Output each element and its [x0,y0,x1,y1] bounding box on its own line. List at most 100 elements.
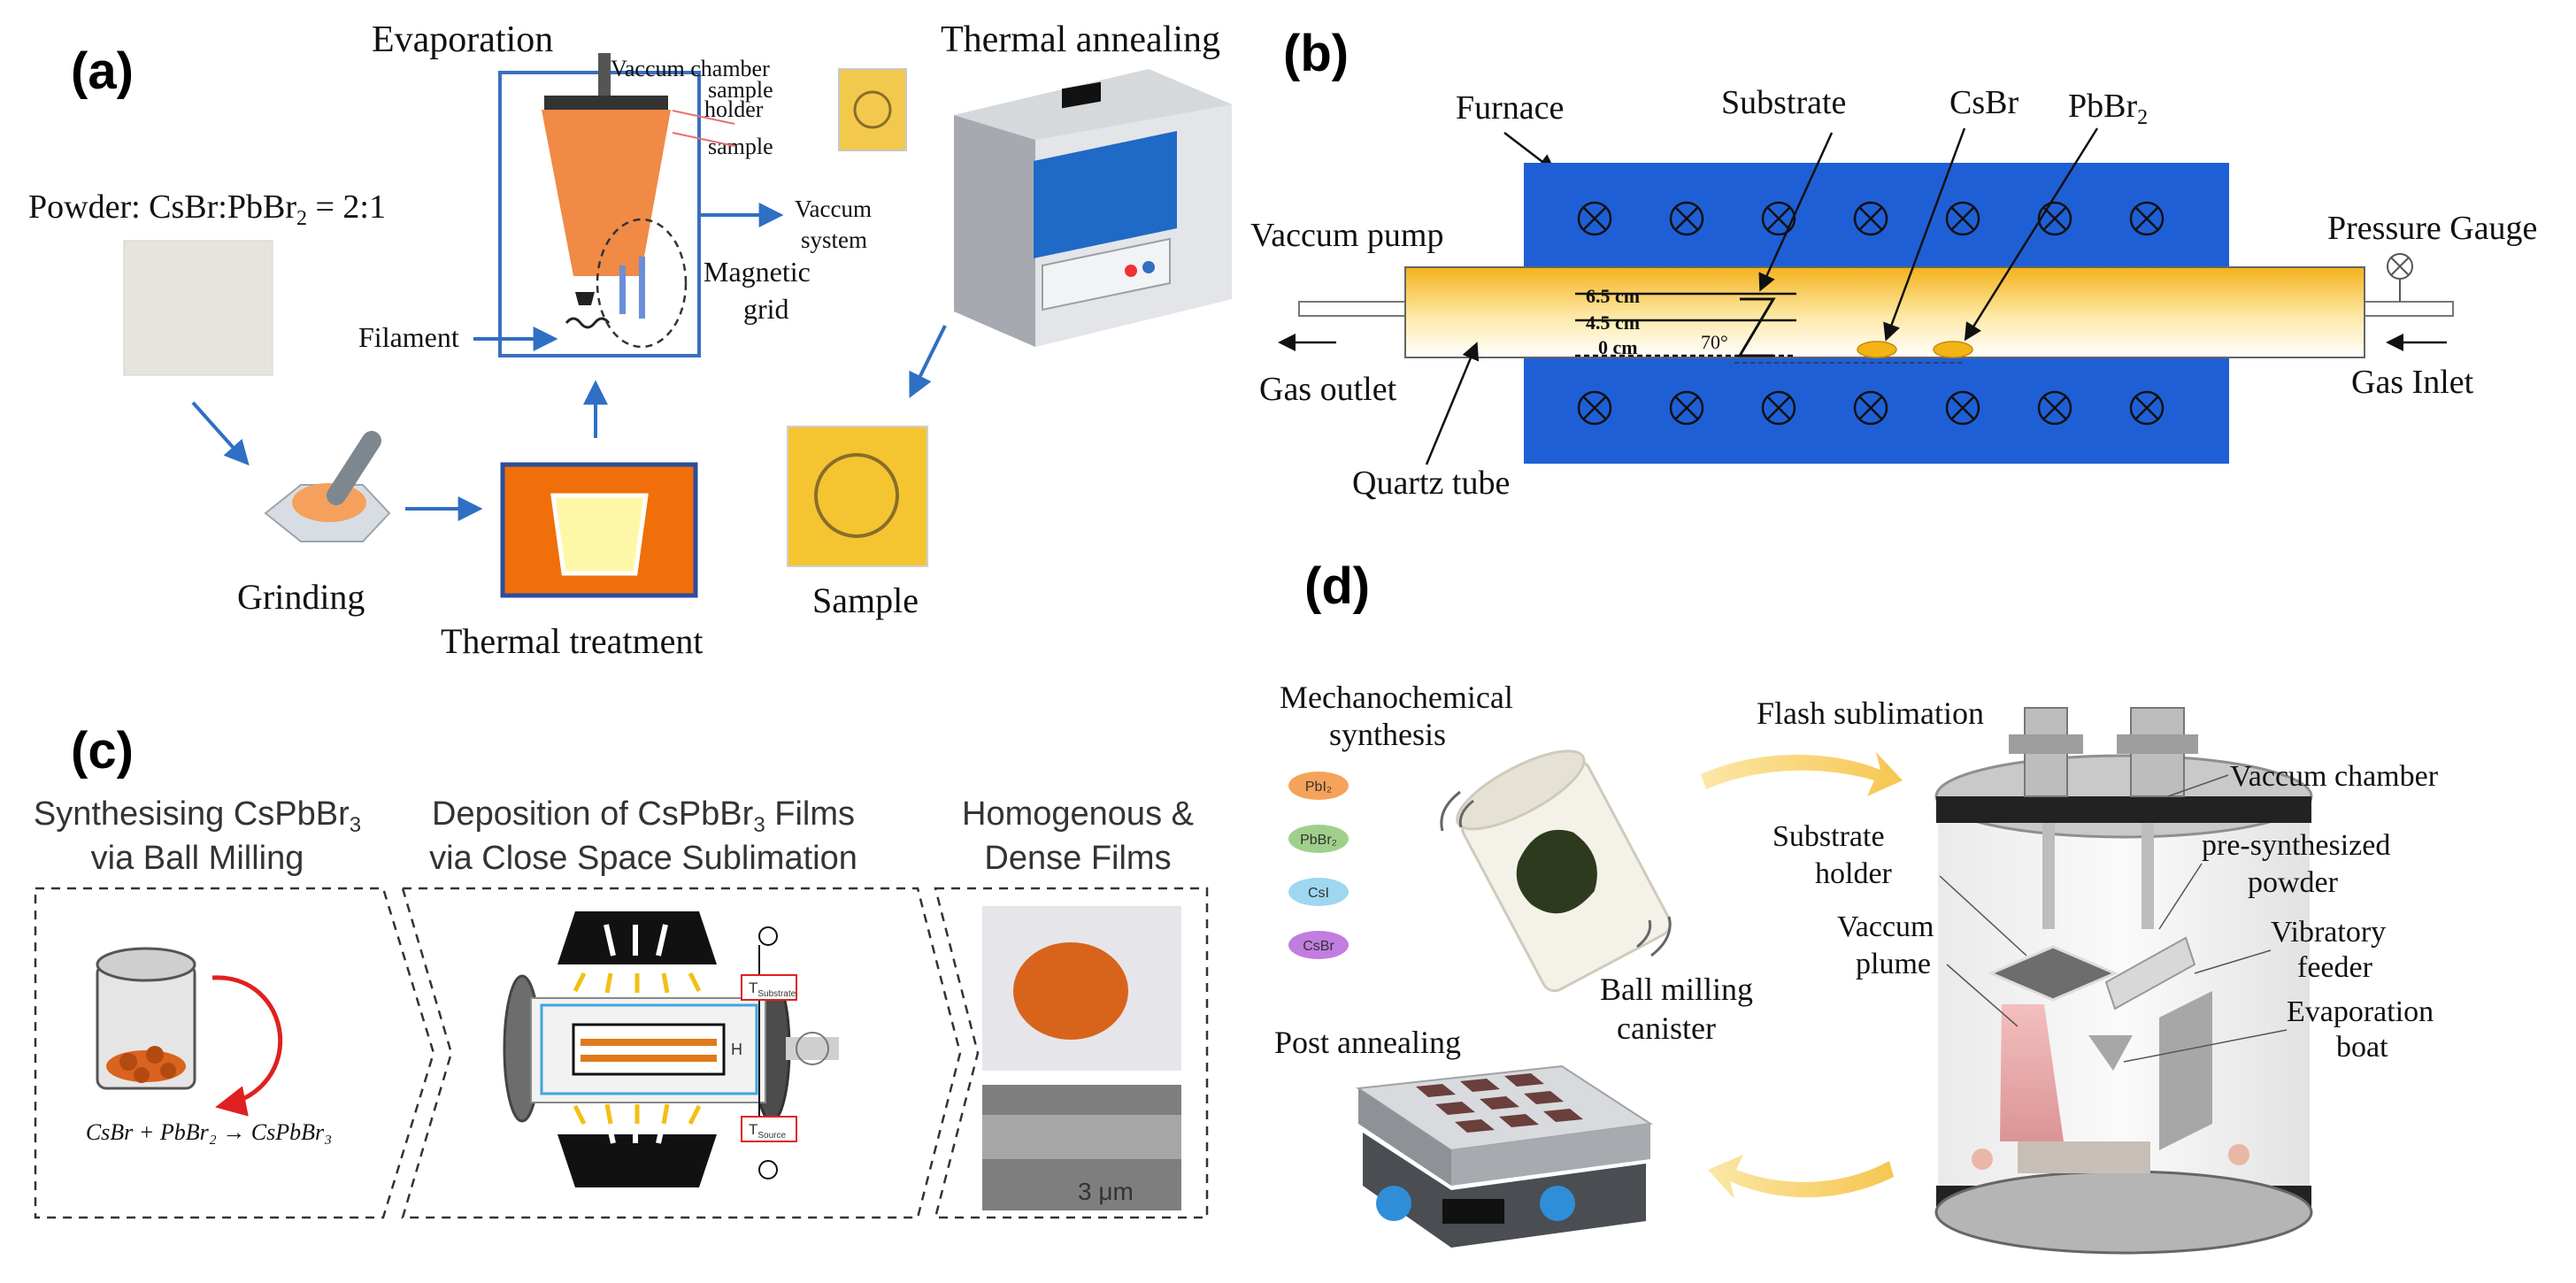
sample-label-1: sample [708,77,773,103]
precursor-pbbr2-label: PbBr₂ [1300,833,1337,848]
system-label: system [801,227,867,253]
panel-c: (c) Synthesising CsPbBr3 via Ball Millin… [34,722,1209,1219]
pressure-gauge-icon [2387,253,2413,280]
panel-b: (b) Furnace Substrate CsBr PbBr2 6.5 cm … [1250,25,2537,502]
gap-h-label: H [731,1041,742,1058]
pbbr2-label: PbBr2 [2068,88,2148,129]
thermal-annealing-title: Thermal annealing [941,19,1220,60]
height-0-label: 0 cm [1598,336,1638,358]
sample-thumb-logo [853,90,892,129]
gas-outlet-label: Gas outlet [1259,371,1397,408]
powder-label: Powder: CsBr:PbBr2 = 2:1 [28,188,386,230]
quartz-tube-leader [1425,342,1480,465]
post-annealing-label: Post annealing [1274,1025,1461,1060]
holder-label-d: holder [1815,857,1893,890]
reaction-equation: CsBr + PbBr₂ → CsPbBr₃ [86,1119,332,1145]
step1-box [34,887,435,1219]
precursor-csi-blob [1288,878,1349,906]
arrow-annealing-to-sample [909,325,947,399]
hot-plate-icon [1356,1064,1653,1248]
flash-sublimation-label: Flash sublimation [1757,695,1984,731]
furnace-label: Furnace [1456,89,1564,127]
magnetic-grid-bar1 [619,265,626,314]
panel-d: (d) Mechanochemical synthesis PbI₂ PbBr₂… [1274,557,2439,1255]
vaccum-label-d: Vaccum [1837,910,1934,943]
oven-knob-blue [1142,261,1155,273]
magnetic-grid-outline [596,218,688,349]
panel-b-label: (b) [1283,25,1349,82]
precursor-csbr-label: CsBr [1303,939,1334,954]
thermal-treatment-label: Thermal treatment [441,621,704,661]
canister-label: canister [1617,1010,1716,1046]
arrow-to-flash-sublimation [1701,752,1903,796]
precursor-pbi2-label: PbI₂ [1305,780,1332,795]
evaporation-chamber [498,53,701,357]
css-apparatus [503,911,839,1187]
mechanochemical-label: Mechanochemical [1280,680,1513,715]
oven-display [1062,81,1101,109]
synthesis-label: synthesis [1329,717,1446,752]
oven-knob-red [1125,265,1137,277]
holder-label: holder [704,96,764,122]
vacuum-chamber-icon [1934,707,2313,1255]
csbr-label: CsBr [1949,84,2019,121]
pbbr2-boat [1933,341,1973,358]
sample-label-2: sample [708,134,773,159]
t-source-label: TSource [749,1121,787,1141]
leader-holder [672,110,735,125]
heating-elements [1577,201,2165,426]
arrow-powder-to-grinding [191,401,250,466]
sample-label: Sample [812,580,919,620]
evaporation-label-d: Evaporation [2287,995,2434,1028]
vapour-cone [542,110,671,276]
plume-label-d: plume [1856,948,1931,980]
vibratory-label: Vibratory [2271,916,2386,949]
final-sample-logo [814,453,899,538]
vaccum-chamber-label: Vaccum chamber [611,56,770,81]
magnetic-grid-bar2 [639,257,645,319]
sample-thumb-small [838,68,907,151]
film-disc [1013,942,1128,1040]
precursor-list: PbI₂ PbBr₂ CsI CsBr [1288,772,1349,959]
grid-label: grid [743,293,789,325]
t-substrate-label: TSubstrate [749,980,796,999]
filament-label: Filament [358,321,459,353]
panel-a: (a) Evaporation Vaccum chamber sample ho… [28,19,1232,661]
height-65-label: 6.5 cm [1586,285,1640,307]
evaporation-title: Evaporation [372,19,553,60]
boat-label: boat [2336,1031,2388,1064]
substrate-label-d: Substrate [1772,820,1885,853]
ball-milling-label: Ball milling [1600,972,1753,1007]
csbr-boat [1857,341,1897,358]
panel-d-leaders [1939,774,2288,1063]
precursor-csi-label: CsI [1308,886,1329,901]
holder-rod [598,53,611,96]
vaccum-chamber-label-d: Vaccum chamber [2230,760,2439,793]
outlet-pipe [1298,301,1406,317]
substrate-label: Substrate [1721,84,1846,121]
gas-inlet-label: Gas Inlet [2351,364,2474,401]
panel-c-label: (c) [71,722,134,780]
step2-title-l2: via Close Space Sublimation [429,840,857,877]
tilted-substrate [1737,297,1776,357]
pbbr2-leader [1964,127,2099,342]
quartz-tube-label: Quartz tube [1352,465,1510,502]
powder-image [124,241,273,375]
vaccum-label: Vaccum [795,196,872,222]
annealing-oven [954,69,1232,347]
sem-scale-label: 3 μm [1078,1178,1134,1205]
step3-box [934,887,1209,1219]
step1-title-l1: Synthesising CsPbBr3 [34,795,361,837]
precursor-pbi2-blob [1288,772,1349,800]
vaccum-pump-label: Vaccum pump [1250,217,1443,254]
panel-a-label: (a) [71,42,134,100]
arrow-to-post-annealing [1708,1155,1894,1199]
ball-milling-canister-icon [1440,749,1672,993]
csbr-leader [1883,127,1966,342]
final-sample-photo [787,426,928,567]
presynth-label-2: powder [2248,866,2339,899]
step1-title-l2: via Ball Milling [91,840,304,877]
mortar-pestle-icon [264,431,391,542]
powder-image-border [123,240,273,376]
magnetic-label: Magnetic [704,256,811,288]
